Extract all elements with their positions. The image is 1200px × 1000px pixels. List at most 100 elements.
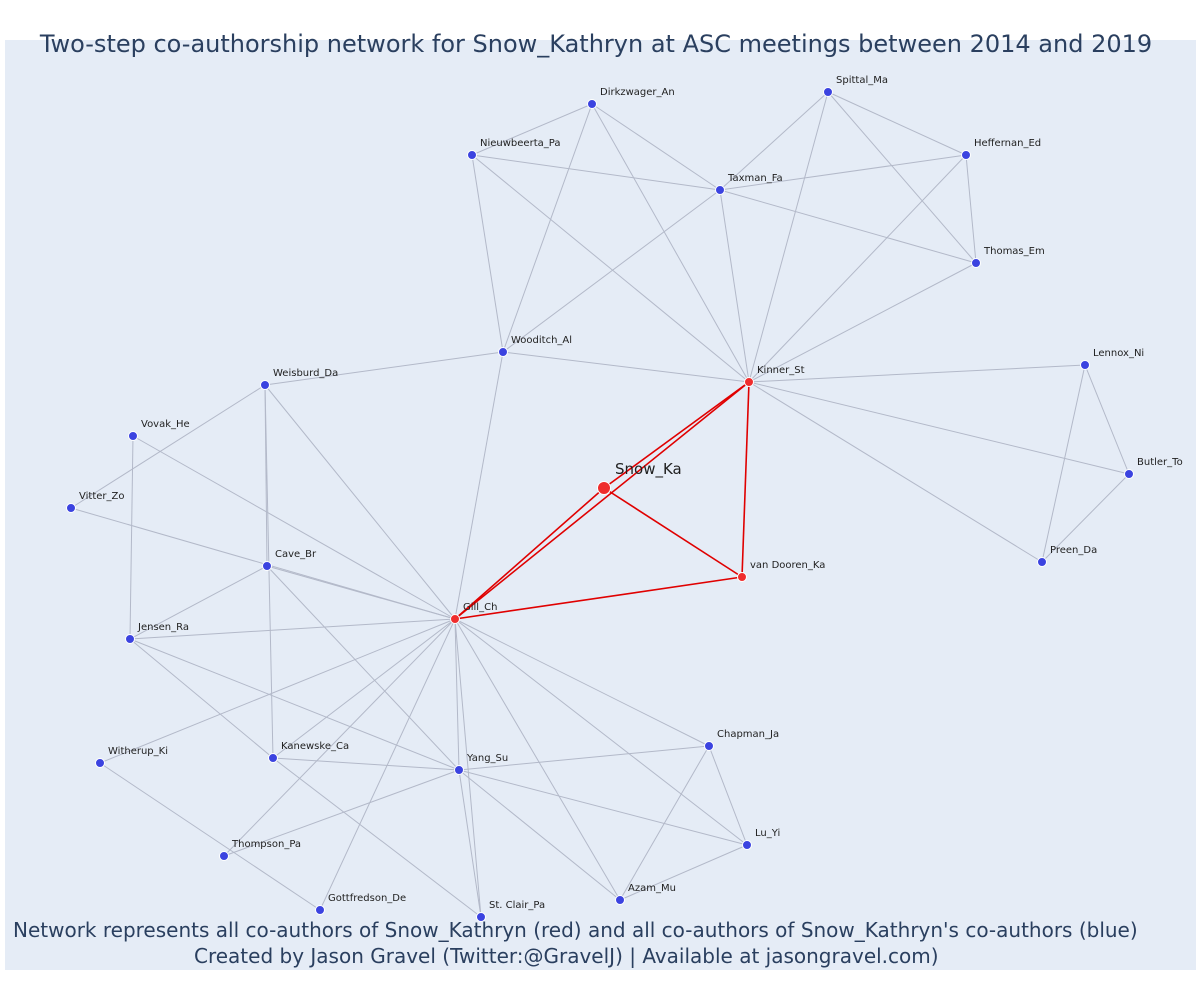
edge-Spittal_Ma-Taxman_Fa — [719, 91, 829, 191]
node-Heffernan_Ed[interactable]: Heffernan_Ed — [961, 138, 1042, 160]
edge-Kinner_St-van_Dooren_Ka — [741, 381, 750, 578]
node-label: Thompson_Pa — [231, 839, 301, 850]
node-marker[interactable] — [467, 150, 477, 160]
node-Taxman_Fa[interactable]: Taxman_Fa — [715, 173, 783, 195]
node-Witherup_Ki[interactable]: Witherup_Ki — [95, 746, 169, 768]
node-marker[interactable] — [66, 503, 76, 513]
edge-Butler_To-Preen_Da — [1041, 473, 1130, 563]
node-label: Lu_Yi — [755, 828, 780, 839]
node-Preen_Da[interactable]: Preen_Da — [1037, 545, 1098, 567]
edge-Chapman_Ja-Azam_Mu — [619, 745, 710, 901]
node-label: Cave_Br — [275, 549, 317, 560]
node-Cave_Br[interactable]: Cave_Br — [262, 549, 318, 571]
edge-Wooditch_Al-Kinner_St — [502, 351, 750, 383]
node-marker[interactable] — [476, 912, 486, 922]
node-marker[interactable] — [315, 905, 325, 915]
edge-Gill_Ch-Azam_Mu — [454, 618, 621, 901]
node-marker[interactable] — [454, 765, 464, 775]
node-label: Gottfredson_De — [328, 893, 406, 904]
edge-Yang_Su-Azam_Mu — [458, 769, 621, 901]
node-marker[interactable] — [715, 185, 725, 195]
node-marker[interactable] — [742, 840, 752, 850]
edge-Taxman_Fa-Wooditch_Al — [502, 189, 721, 353]
node-Snow_Ka[interactable]: Snow_Ka — [597, 460, 682, 495]
node-marker[interactable] — [128, 431, 138, 441]
edge-Cave_Br-Yang_Su — [266, 565, 460, 771]
node-Yang_Su[interactable]: Yang_Su — [454, 753, 509, 775]
node-Gottfredson_De[interactable]: Gottfredson_De — [315, 893, 407, 915]
node-label: Witherup_Ki — [108, 746, 168, 757]
node-label: Heffernan_Ed — [974, 138, 1041, 149]
edge-Dirkzwager_An-Wooditch_Al — [502, 103, 593, 353]
edges-layer — [70, 91, 1130, 918]
node-Butler_To[interactable]: Butler_To — [1124, 457, 1183, 479]
node-label: Wooditch_Al — [511, 335, 572, 346]
node-Lu_Yi[interactable]: Lu_Yi — [742, 828, 781, 850]
node-marker[interactable] — [971, 258, 981, 268]
node-marker[interactable] — [268, 753, 278, 763]
edge-Yang_Su-Lu_Yi — [458, 769, 748, 846]
edge-Weisburd_Da-Gill_Ch — [264, 384, 456, 620]
edge-Gill_Ch-Thompson_Pa — [223, 618, 456, 857]
node-marker[interactable] — [587, 99, 597, 109]
node-Gill_Ch[interactable]: Gill_Ch — [450, 602, 498, 624]
node-marker[interactable] — [125, 634, 135, 644]
node-marker[interactable] — [1124, 469, 1134, 479]
node-marker[interactable] — [615, 895, 625, 905]
node-Jensen_Ra[interactable]: Jensen_Ra — [125, 622, 190, 644]
node-marker[interactable] — [961, 150, 971, 160]
edge-Snow_Ka-van_Dooren_Ka — [603, 487, 743, 578]
node-Nieuwbeerta_Pa[interactable]: Nieuwbeerta_Pa — [467, 138, 561, 160]
node-label: Lennox_Ni — [1093, 348, 1144, 359]
node-Lennox_Ni[interactable]: Lennox_Ni — [1080, 348, 1145, 370]
node-marker[interactable] — [450, 614, 460, 624]
node-van_Dooren_Ka[interactable]: van Dooren_Ka — [737, 560, 826, 582]
node-label: St. Clair_Pa — [489, 900, 545, 911]
node-marker[interactable] — [498, 347, 508, 357]
edge-Kinner_St-Butler_To — [748, 381, 1130, 475]
edge-Wooditch_Al-Weisburd_Da — [264, 351, 504, 386]
node-Wooditch_Al[interactable]: Wooditch_Al — [498, 335, 573, 357]
node-Kanewske_Ca[interactable]: Kanewske_Ca — [268, 741, 350, 763]
node-Spittal_Ma[interactable]: Spittal_Ma — [823, 75, 888, 97]
node-marker[interactable] — [260, 380, 270, 390]
node-marker[interactable] — [1037, 557, 1047, 567]
footer-description: Network represents all co-authors of Sno… — [13, 918, 1138, 942]
edge-Chapman_Ja-Lu_Yi — [708, 745, 748, 846]
edge-Kinner_St-Preen_Da — [748, 381, 1043, 563]
edge-Dirkzwager_An-Kinner_St — [591, 103, 750, 383]
node-Thompson_Pa[interactable]: Thompson_Pa — [219, 839, 302, 861]
node-marker[interactable] — [219, 851, 229, 861]
node-marker[interactable] — [95, 758, 105, 768]
edge-Kanewske_Ca-Yang_Su — [272, 757, 460, 771]
node-marker[interactable] — [737, 572, 747, 582]
node-Thomas_Em[interactable]: Thomas_Em — [971, 246, 1045, 268]
node-Azam_Mu[interactable]: Azam_Mu — [615, 883, 676, 905]
node-Dirkzwager_An[interactable]: Dirkzwager_An — [587, 87, 675, 109]
node-label: Preen_Da — [1050, 545, 1097, 556]
node-label: Nieuwbeerta_Pa — [480, 138, 560, 149]
edge-Vovak_He-Jensen_Ra — [129, 435, 134, 640]
node-marker[interactable] — [704, 741, 714, 751]
edge-Cave_Br-Gill_Ch — [266, 565, 456, 620]
node-marker[interactable] — [744, 377, 754, 387]
node-St_Clair_Pa[interactable]: St. Clair_Pa — [476, 900, 546, 922]
node-marker[interactable] — [823, 87, 833, 97]
node-Kinner_St[interactable]: Kinner_St — [744, 365, 805, 387]
edge-Spittal_Ma-Thomas_Em — [827, 91, 977, 264]
edge-Gill_Ch-Chapman_Ja — [454, 618, 710, 747]
edge-Gill_Ch-Gottfredson_De — [319, 618, 456, 911]
edge-Jensen_Ra-Yang_Su — [129, 638, 460, 771]
node-Weisburd_Da[interactable]: Weisburd_Da — [260, 368, 339, 390]
node-marker[interactable] — [262, 561, 272, 571]
edge-Heffernan_Ed-Kinner_St — [748, 154, 967, 383]
node-marker[interactable] — [1080, 360, 1090, 370]
node-Vovak_He[interactable]: Vovak_He — [128, 419, 190, 441]
node-marker[interactable] — [597, 481, 611, 495]
edge-Thomas_Em-Kinner_St — [748, 262, 977, 383]
node-Vitter_Zo[interactable]: Vitter_Zo — [66, 491, 125, 513]
node-Chapman_Ja[interactable]: Chapman_Ja — [704, 729, 780, 751]
node-label: Azam_Mu — [628, 883, 676, 894]
